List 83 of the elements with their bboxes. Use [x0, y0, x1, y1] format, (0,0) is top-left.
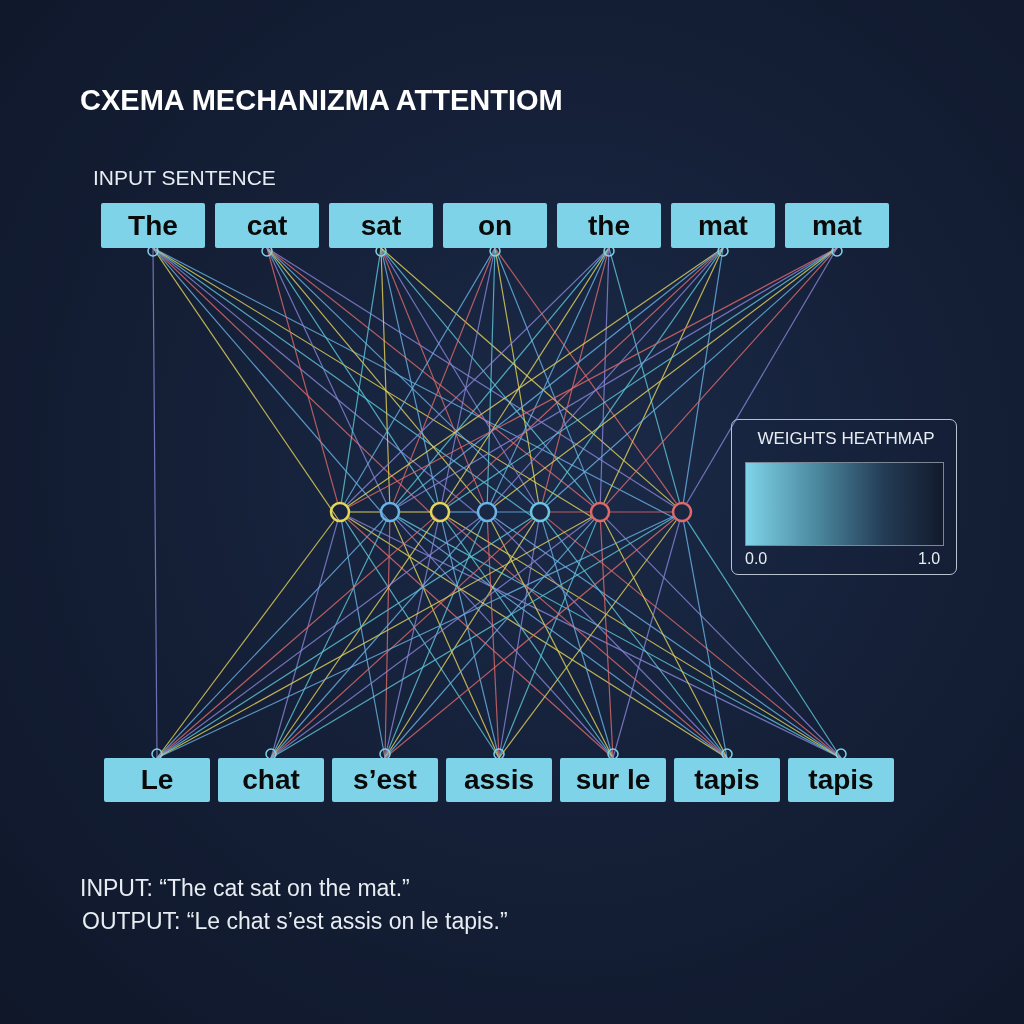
- attention-line: [444, 519, 614, 759]
- attention-line: [546, 518, 842, 759]
- attention-line: [270, 517, 593, 759]
- attention-line: [384, 518, 676, 759]
- attention-line: [156, 515, 674, 759]
- attention-line: [686, 247, 838, 504]
- attention-line: [608, 247, 681, 503]
- output-token-box: sur le: [560, 758, 666, 802]
- input-token-box: The: [101, 203, 205, 248]
- scale-min: 0.0: [745, 550, 768, 568]
- attention-line: [156, 518, 385, 759]
- attention-line: [494, 247, 678, 505]
- diagram-title: CXEMA MECHANIZMA ATTENTIOM: [80, 84, 563, 117]
- attention-line: [486, 247, 496, 503]
- attention-node: [589, 501, 611, 523]
- attention-line: [266, 247, 387, 504]
- attention-line: [399, 511, 431, 513]
- input-token-box: cat: [215, 203, 319, 248]
- input-token-box: mat: [671, 203, 775, 248]
- input-caption: INPUT: “The cat sat on the mat.”: [80, 875, 410, 902]
- attention-line: [380, 247, 676, 506]
- heatmap-title: WEIGHTS HEATHMAP: [756, 429, 936, 449]
- attention-line: [266, 247, 482, 505]
- attention-line: [344, 520, 500, 759]
- attention-line: [344, 247, 496, 504]
- output-token-box: chat: [218, 758, 324, 802]
- attention-line: [266, 247, 339, 503]
- attention-node: [329, 501, 351, 523]
- input-token-box: on: [443, 203, 547, 248]
- attention-node: [379, 501, 401, 523]
- input-token-box: sat: [329, 203, 433, 248]
- attention-line: [603, 520, 728, 759]
- attention-line: [609, 511, 673, 513]
- attention-node: [671, 501, 693, 523]
- attention-node: [529, 501, 551, 523]
- attention-line: [384, 521, 391, 759]
- attention-line: [599, 521, 614, 759]
- attention-line: [606, 518, 842, 759]
- input-token-box: mat: [785, 203, 889, 248]
- attention-line: [545, 519, 728, 759]
- scale-max: 1.0: [918, 550, 941, 568]
- attention-line: [496, 511, 531, 513]
- output-token-box: s’est: [332, 758, 438, 802]
- attention-line: [270, 516, 675, 759]
- attention-line: [612, 521, 681, 759]
- attention-line: [266, 247, 675, 507]
- attention-line: [444, 247, 610, 504]
- attention-line: [490, 520, 614, 759]
- attention-line: [380, 247, 485, 504]
- attention-line: [384, 520, 485, 759]
- attention-line: [546, 247, 838, 506]
- attention-line: [446, 518, 728, 759]
- output-token-box: tapis: [788, 758, 894, 802]
- attention-line: [270, 520, 387, 759]
- attention-line: [498, 520, 598, 759]
- input-token-box: the: [557, 203, 661, 248]
- attention-line: [498, 519, 677, 759]
- attention-line: [270, 519, 482, 759]
- section-label: INPUT SENTENCE: [93, 166, 276, 190]
- attention-line: [152, 247, 158, 759]
- output-token-box: assis: [446, 758, 552, 802]
- attention-node: [476, 501, 498, 523]
- attention-line: [346, 518, 614, 759]
- attention-line: [349, 511, 381, 513]
- attention-line: [686, 520, 842, 759]
- attention-line: [380, 247, 391, 503]
- attention-line: [449, 511, 478, 513]
- attention-line: [549, 511, 591, 513]
- output-token-box: Le: [104, 758, 210, 802]
- attention-line: [486, 521, 500, 759]
- attention-line: [683, 521, 728, 759]
- attention-line: [599, 247, 610, 503]
- attention-line: [266, 247, 593, 507]
- attention-line: [682, 247, 724, 503]
- attention-line: [603, 247, 724, 504]
- output-token-box: tapis: [674, 758, 780, 802]
- attention-line: [446, 247, 724, 506]
- attention-node: [429, 501, 451, 523]
- attention-line: [393, 520, 500, 759]
- attention-line: [392, 247, 496, 504]
- output-caption: OUTPUT: “Le chat s’est assis on le tapis.”: [82, 908, 508, 935]
- attention-line: [605, 247, 838, 505]
- attention-line: [544, 247, 724, 505]
